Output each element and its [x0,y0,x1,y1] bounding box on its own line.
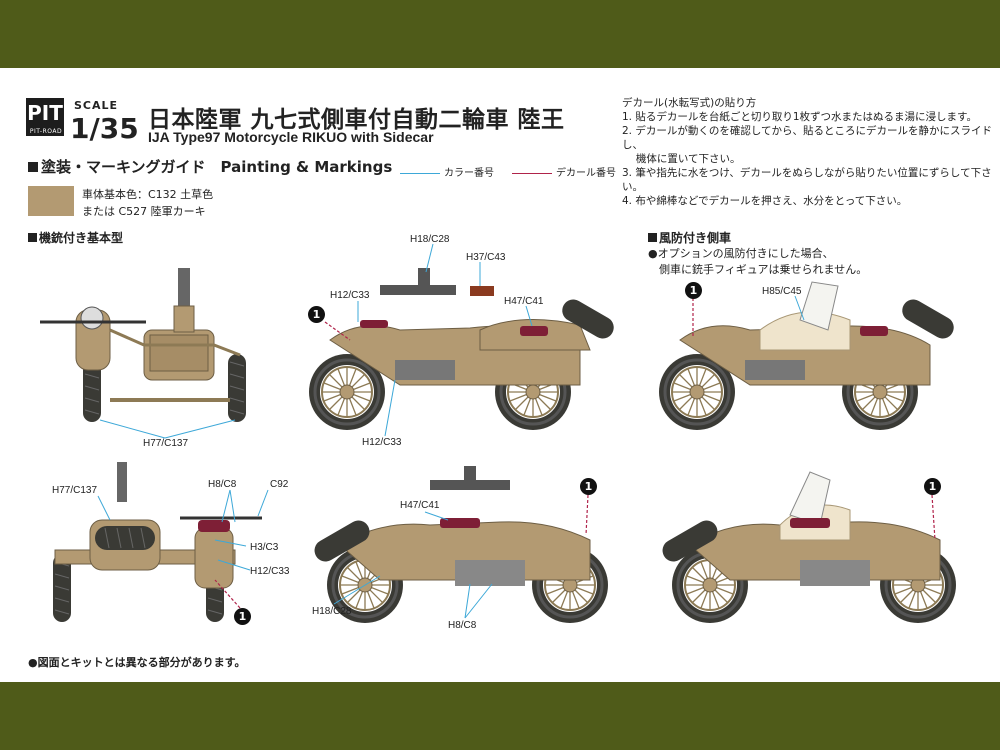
legend-color-text: カラー番号 [444,168,494,179]
note-line1: ●オプションの風防付きにした場合、 [648,247,834,260]
top-olive-border [0,0,1000,68]
bottom-olive-border [0,682,1000,750]
red-line-icon [512,172,552,174]
decal-1-marker: 1 [685,282,702,299]
windshield-side-view [657,281,954,432]
rear-view [52,462,262,623]
decal-instructions: デカール(水転写式)の貼り方 1. 貼るデカールを台紙ごと切り取り1枚ずつ水また… [622,96,1000,208]
decal-step: 1. 貼るデカールを台紙ごと切り取り1枚ずつ水またはぬるま湯に浸します。 [622,111,977,123]
decal-step: 機体に置いて下さい。 [622,153,741,165]
footnote: ●図面とキットとは異なる部分があります。 [28,656,246,669]
title-japanese: 日本陸軍 九七式側車付自動二輪車 陸王 [148,107,565,133]
legend-decal-number: デカール番号 [512,164,616,179]
logo-mark: PIT [26,98,64,136]
decal-1-marker: 1 [580,478,597,495]
decal-step: 3. 筆や指先に水をつけ、デカールをぬらしながら貼りたい位置にずらして下さい。 [622,167,992,193]
callout-side-h18: H18/C28 [410,234,450,245]
note-line2: 側車に銃手フィギュアは乗せられません。 [648,263,868,276]
scale-value: 1/35 [70,112,139,145]
callout-side-h47: H47/C41 [504,296,544,307]
base-color-line1: 車体基本色：C132 土草色 [82,188,214,201]
windshield-heading: 風防付き側車 [648,229,731,246]
windshield-side-left [662,471,958,625]
callout-side-h12-bottom: H12/C33 [362,437,402,448]
decal-title: デカール(水転写式)の貼り方 [622,97,757,109]
heading-square-icon [28,162,38,172]
callout-left-h47: H47/C41 [400,500,440,511]
title-english: IJA Type97 Motorcycle RIKUO with Sidecar [148,129,434,145]
legend-color-number: カラー番号 [400,164,494,179]
callout-rear-h8: H8/C8 [208,479,237,490]
side-view-left [314,466,610,625]
heading-square-icon [28,233,37,242]
blue-line-icon [400,172,440,174]
mg-type-heading-text: 機銃付き基本型 [39,231,124,245]
legend-decal-text: デカール番号 [556,168,616,179]
base-color-swatch [28,186,74,216]
side-view-right [307,268,614,432]
decal-step: 2. デカールが動くのを確認してから、貼るところにデカールを静かにスライドし、 [622,125,993,151]
callout-left-h8: H8/C8 [448,620,477,631]
decal-step: 4. 布や綿棒などでデカールを押さえ、水分をとって下さい。 [622,195,908,207]
callout-ws-h85: H85/C45 [762,286,802,297]
decal-1-marker: 1 [924,478,941,495]
callout-rear-h12: H12/C33 [250,566,290,577]
callout-rear-c92: C92 [270,479,289,490]
callout-side-h12-top: H12/C33 [330,290,370,301]
decal-1-marker: 1 [308,306,325,323]
heading-text: 塗装・マーキングガイド Painting & Markings [41,158,393,176]
base-color-line2: または C527 陸軍カーキ [82,205,206,218]
windshield-note: ●オプションの風防付きにした場合、 側車に銃手フィギュアは乗せられません。 [648,246,867,278]
base-color-text: 車体基本色：C132 土草色 または C527 陸軍カーキ [82,186,213,220]
callout-left-h18: H18/C28 [312,606,352,617]
callout-front-h77: H77/C137 [143,438,189,449]
front-view [40,268,247,423]
heading-square-icon [648,233,657,242]
painting-markings-heading: 塗装・マーキングガイド Painting & Markings [28,156,392,177]
mg-type-heading: 機銃付き基本型 [28,229,123,246]
decal-1-marker: 1 [234,608,251,625]
callout-rear-h77: H77/C137 [52,485,98,496]
callout-side-h37: H37/C43 [466,252,506,263]
scale-label: SCALE [74,99,119,112]
callout-rear-h3: H3/C3 [250,542,279,553]
windshield-heading-text: 風防付き側車 [659,231,732,245]
logo-subtext: PIT-ROAD [29,128,63,135]
